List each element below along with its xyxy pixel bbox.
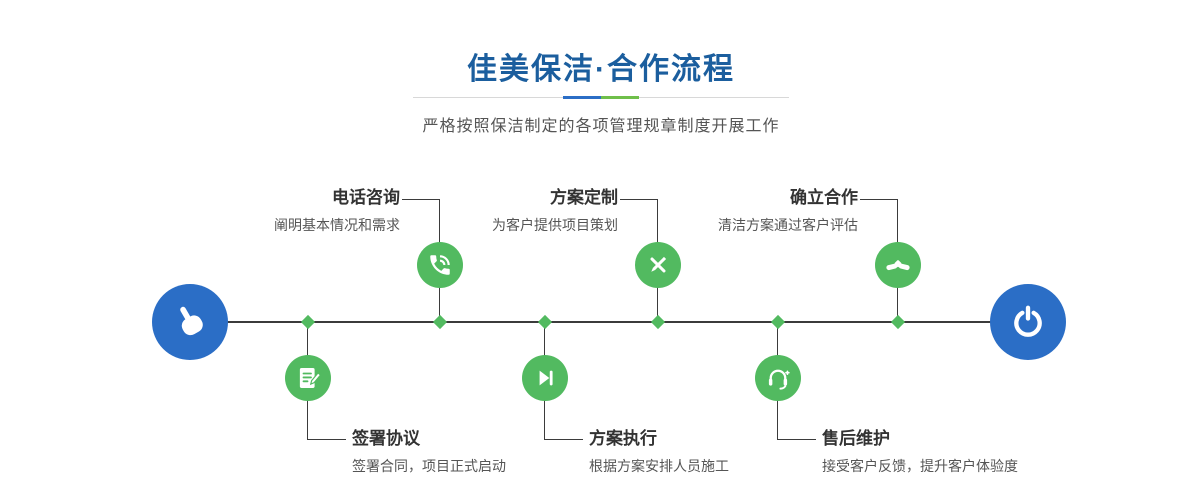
title-divider-accent <box>563 96 639 99</box>
phone-icon <box>430 255 450 275</box>
timeline-diamond <box>890 314 906 330</box>
node-plan-customization <box>635 242 681 288</box>
timeline-diamond <box>432 314 448 330</box>
timeline-diamond <box>770 314 786 330</box>
page-subtitle: 严格按照保洁制定的各项管理规章制度开展工作 <box>422 118 780 135</box>
connector-line <box>308 439 346 440</box>
node-establish-cooperation <box>875 242 921 288</box>
start-node <box>152 284 228 360</box>
step-desc: 为客户提供项目策划 <box>492 217 618 233</box>
node-phone-consultation <box>417 242 463 288</box>
power-icon <box>1014 305 1042 337</box>
handshake-icon <box>886 260 910 271</box>
connector-line <box>545 439 583 440</box>
step-title: 方案定制 <box>550 188 618 207</box>
connector-line <box>402 199 440 200</box>
node-aftersales-maintenance <box>755 355 801 401</box>
timeline-line <box>190 321 1028 323</box>
node-plan-execution <box>522 355 568 401</box>
step-plan-customization: 方案定制 为客户提供项目策划 <box>492 188 618 233</box>
design-icon <box>650 256 667 273</box>
contract-icon <box>299 368 321 388</box>
step-desc: 清洁方案通过客户评估 <box>718 217 858 233</box>
step-desc: 签署合同，项目正式启动 <box>352 458 506 474</box>
step-title: 确立合作 <box>790 188 858 207</box>
timeline-diamond <box>300 314 316 330</box>
step-title: 售后维护 <box>822 429 890 448</box>
step-establish-cooperation: 确立合作 清洁方案通过客户评估 <box>718 188 858 233</box>
connector-line <box>860 199 898 200</box>
step-title: 电话咨询 <box>332 188 400 207</box>
step-desc: 根据方案安排人员施工 <box>589 458 729 474</box>
connector-line <box>778 439 816 440</box>
page-title: 佳美保洁·合作流程 <box>467 53 735 86</box>
step-title: 签署协议 <box>352 429 420 448</box>
connector-line <box>620 199 658 200</box>
timeline-diamond <box>650 314 666 330</box>
aftersales-icon <box>768 369 790 390</box>
hand-pointer-icon <box>180 306 203 336</box>
node-sign-agreement <box>285 355 331 401</box>
step-sign-agreement: 签署协议 签署合同，项目正式启动 <box>352 429 506 474</box>
step-aftersales-maintenance: 售后维护 接受客户反馈，提升客户体验度 <box>822 429 1018 474</box>
execute-icon <box>539 370 553 386</box>
end-node <box>990 284 1066 360</box>
step-plan-execution: 方案执行 根据方案安排人员施工 <box>589 429 729 474</box>
step-desc: 阐明基本情况和需求 <box>274 217 400 233</box>
step-title: 方案执行 <box>589 429 657 448</box>
step-desc: 接受客户反馈，提升客户体验度 <box>822 458 1018 474</box>
step-phone-consultation: 电话咨询 阐明基本情况和需求 <box>274 188 400 233</box>
timeline-diamond <box>537 314 553 330</box>
